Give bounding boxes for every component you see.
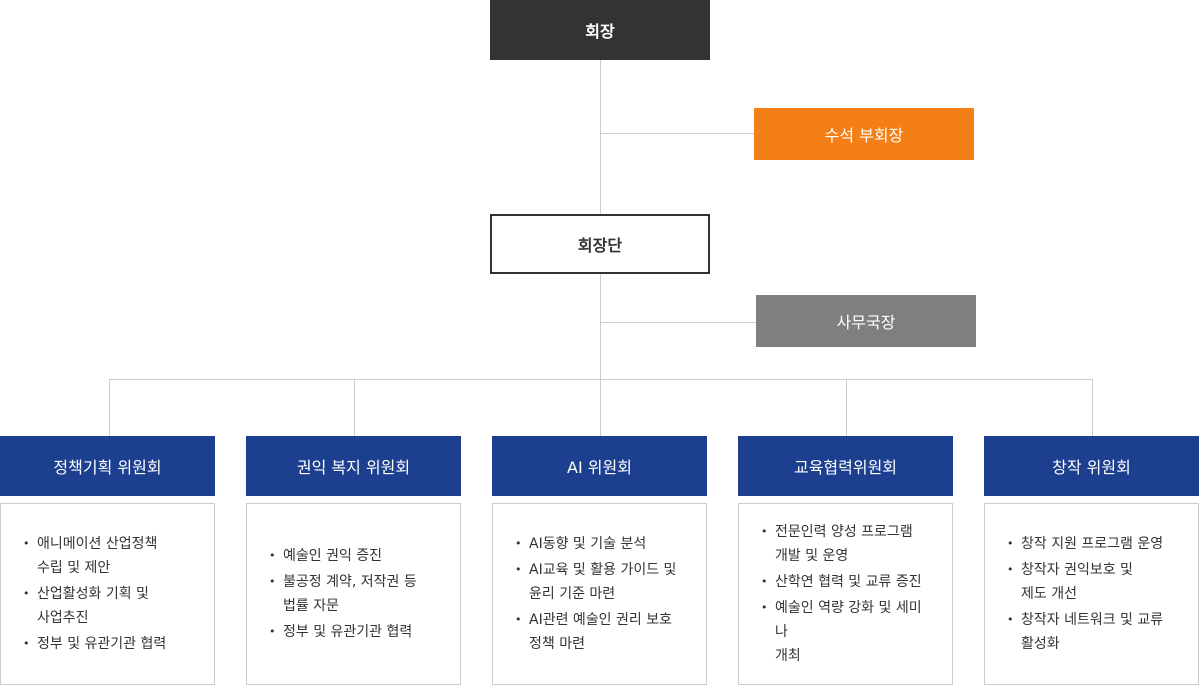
committee-rights-header: 권익 복지 위원회 [246, 436, 461, 496]
chair-node: 회장 [490, 0, 710, 60]
committee-duties-list: AI동향 및 기술 분석 AI교육 및 활용 가이드 및 윤리 기준 마련 AI… [493, 530, 694, 658]
connector-board-to-committees [600, 274, 601, 436]
committee-duties-list: 전문인력 양성 프로그램 개발 및 운영 산학연 협력 및 교류 증진 예술인 … [739, 518, 952, 670]
committee-creation-body: 창작 지원 프로그램 운영 창작자 권익보호 및 제도 개선 창작자 네트워크 … [984, 503, 1199, 685]
committee-duties-list: 예술인 권익 증진 불공정 계약, 저작권 등 법률 자문 정부 및 유관기관 … [247, 542, 435, 646]
list-item: 전문인력 양성 프로그램 개발 및 운영 [761, 520, 934, 568]
list-item: 산업활성화 기획 및 사업추진 [23, 582, 166, 630]
list-item: AI관련 예술인 권리 보호 정책 마련 [515, 608, 676, 656]
secretary-label: 사무국장 [836, 313, 896, 332]
chair-label: 회장 [585, 22, 615, 41]
list-item: 창작 지원 프로그램 운영 [1007, 532, 1163, 556]
committee-policy-body: 애니메이션 산업정책 수립 및 제안 산업활성화 기획 및 사업추진 정부 및 … [0, 503, 215, 685]
committee-title: 권익 복지 위원회 [296, 458, 411, 477]
committee-title: AI 위원회 [567, 458, 632, 477]
committee-policy-header: 정책기획 위원회 [0, 436, 215, 496]
list-item: 정부 및 유관기관 협력 [269, 620, 417, 644]
committee-title: 정책기획 위원회 [53, 458, 162, 477]
list-item: 예술인 역량 강화 및 세미나 개최 [761, 596, 934, 668]
committee-title: 교육협력위원회 [793, 458, 898, 477]
list-item: 애니메이션 산업정책 수립 및 제안 [23, 532, 166, 580]
committee-rights-body: 예술인 권익 증진 불공정 계약, 저작권 등 법률 자문 정부 및 유관기관 … [246, 503, 461, 685]
connector-committee-bus [109, 379, 1093, 380]
connector-to-vice-chair [600, 133, 754, 134]
board-label: 회장단 [577, 236, 623, 255]
list-item: 창작자 권익보호 및 제도 개선 [1007, 558, 1163, 606]
committee-title: 창작 위원회 [1052, 458, 1131, 477]
committee-education-header: 교육협력위원회 [738, 436, 953, 496]
list-item: AI동향 및 기술 분석 [515, 532, 676, 556]
connector-committee-drop-4 [846, 379, 847, 436]
committee-ai-body: AI동향 및 기술 분석 AI교육 및 활용 가이드 및 윤리 기준 마련 AI… [492, 503, 707, 685]
connector-chair-to-board [600, 60, 601, 214]
committee-duties-list: 애니메이션 산업정책 수립 및 제안 산업활성화 기획 및 사업추진 정부 및 … [1, 530, 184, 658]
vice-chair-node: 수석 부회장 [754, 108, 974, 160]
vice-chair-label: 수석 부회장 [824, 126, 904, 145]
connector-committee-drop-2 [354, 379, 355, 436]
connector-to-secretary [600, 322, 756, 323]
committee-duties-list: 창작 지원 프로그램 운영 창작자 권익보호 및 제도 개선 창작자 네트워크 … [985, 530, 1181, 658]
list-item: 창작자 네트워크 및 교류 활성화 [1007, 608, 1163, 656]
list-item: 산학연 협력 및 교류 증진 [761, 570, 934, 594]
list-item: 정부 및 유관기관 협력 [23, 632, 166, 656]
committee-creation-header: 창작 위원회 [984, 436, 1199, 496]
connector-committee-drop-1 [109, 379, 110, 436]
board-node: 회장단 [490, 214, 710, 274]
list-item: AI교육 및 활용 가이드 및 윤리 기준 마련 [515, 558, 676, 606]
committee-ai-header: AI 위원회 [492, 436, 707, 496]
committee-education-body: 전문인력 양성 프로그램 개발 및 운영 산학연 협력 및 교류 증진 예술인 … [738, 503, 953, 685]
connector-committee-drop-5 [1092, 379, 1093, 436]
list-item: 예술인 권익 증진 [269, 544, 417, 568]
secretary-node: 사무국장 [756, 295, 976, 347]
list-item: 불공정 계약, 저작권 등 법률 자문 [269, 570, 417, 618]
